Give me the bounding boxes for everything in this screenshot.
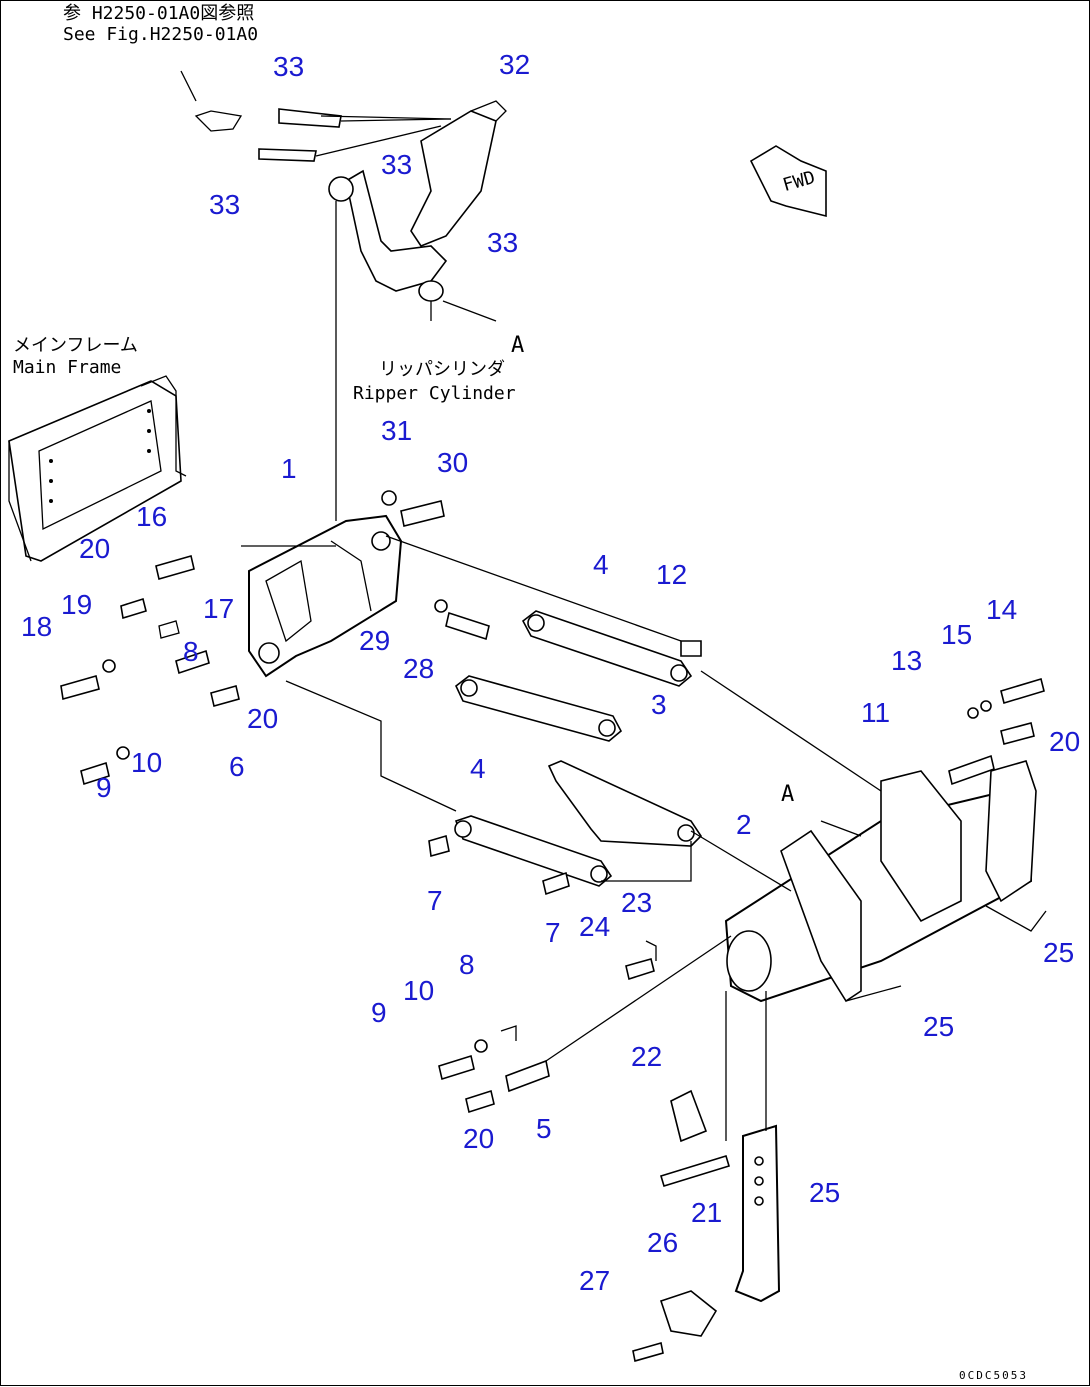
hardware-drawing (60, 490, 1045, 1114)
drawing-code: 0CDC5053 (959, 1369, 1028, 1382)
link-drawing (455, 610, 693, 742)
callout-25[interactable]: 25 (923, 1011, 955, 1042)
callout-16[interactable]: 16 (136, 501, 168, 532)
callout-33[interactable]: 33 (381, 149, 413, 180)
main-frame-drawing (8, 375, 187, 562)
callout-33[interactable]: 33 (487, 227, 519, 258)
callout-9[interactable]: 9 (371, 997, 387, 1028)
leader-lines (180, 70, 882, 1062)
ripper-frame-drawing (248, 514, 403, 678)
callout-9[interactable]: 9 (96, 772, 112, 803)
callout-29[interactable]: 29 (359, 625, 391, 656)
callout-8[interactable]: 8 (183, 636, 199, 667)
callout-6[interactable]: 6 (229, 751, 245, 782)
callout-20[interactable]: 20 (79, 533, 111, 564)
main-frame-label-jp: メインフレーム (13, 335, 138, 356)
callout-25[interactable]: 25 (809, 1177, 841, 1208)
shank-drawing (632, 991, 781, 1363)
pointer-a-top: A (511, 333, 525, 358)
callout-27[interactable]: 27 (579, 1265, 611, 1296)
callout-12[interactable]: 12 (656, 559, 688, 590)
pointer-a-beam: A (781, 782, 795, 807)
callout-20[interactable]: 20 (1049, 726, 1081, 757)
callout-1[interactable]: 1 (281, 453, 297, 484)
ripper-cylinder-label-jp: リッパシリンダ (379, 359, 505, 380)
callout-10[interactable]: 10 (403, 975, 435, 1006)
callout-3[interactable]: 3 (651, 689, 667, 720)
callout-23[interactable]: 23 (621, 887, 653, 918)
lower-link-drawing (454, 760, 703, 887)
callout-30[interactable]: 30 (437, 447, 469, 478)
callout-33[interactable]: 33 (273, 51, 305, 82)
callout-4[interactable]: 4 (470, 753, 486, 784)
callout-14[interactable]: 14 (986, 594, 1018, 625)
reference-note-jp: 参 H2250-01A0図参照 (63, 3, 255, 24)
callout-24[interactable]: 24 (579, 911, 611, 942)
callout-7[interactable]: 7 (427, 885, 443, 916)
callout-22[interactable]: 22 (631, 1041, 663, 1072)
beam-drawing (724, 760, 1047, 1003)
callout-15[interactable]: 15 (941, 619, 973, 650)
ripper-cylinder-label-en: Ripper Cylinder (353, 383, 516, 404)
fwd-arrow-icon (749, 145, 827, 218)
callout-21[interactable]: 21 (691, 1197, 723, 1228)
callout-2[interactable]: 2 (736, 809, 752, 840)
callout-5[interactable]: 5 (536, 1113, 552, 1144)
callout-13[interactable]: 13 (891, 645, 923, 676)
callout-18[interactable]: 18 (21, 611, 53, 642)
callout-33[interactable]: 33 (209, 189, 241, 220)
callout-32[interactable]: 32 (499, 49, 531, 80)
callout-25[interactable]: 25 (1043, 937, 1075, 968)
main-frame-label-en: Main Frame (13, 357, 122, 378)
callout-20[interactable]: 20 (463, 1123, 495, 1154)
callout-4[interactable]: 4 (593, 549, 609, 580)
callout-11[interactable]: 11 (861, 697, 891, 728)
ripper-cylinder-drawing (194, 100, 507, 521)
reference-note-en: See Fig.H2250-01A0 (63, 24, 259, 45)
callout-10[interactable]: 10 (131, 747, 163, 778)
callout-7[interactable]: 7 (545, 917, 561, 948)
callout-19[interactable]: 19 (61, 589, 93, 620)
callout-28[interactable]: 28 (403, 653, 435, 684)
callout-17[interactable]: 17 (203, 593, 235, 624)
callout-8[interactable]: 8 (459, 949, 475, 980)
callout-31[interactable]: 31 (381, 415, 413, 446)
callout-26[interactable]: 26 (647, 1227, 679, 1258)
callout-20[interactable]: 20 (247, 703, 279, 734)
